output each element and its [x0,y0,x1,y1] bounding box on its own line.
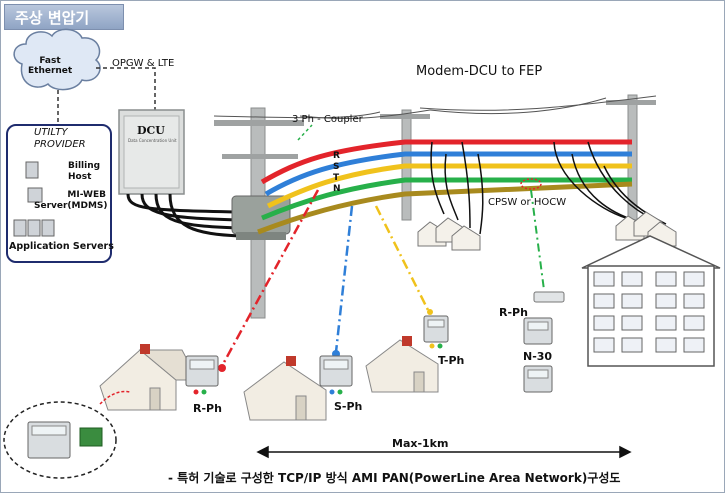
signal-node-yellow [427,309,433,315]
dcu-label: DCU [137,124,165,137]
signal-line-blue [334,205,354,353]
meter-t-ph-label: T-Ph [438,354,465,367]
meter-detail-callout [3,390,131,479]
signal-line-green [530,189,545,291]
meter-r-ph-label: R-Ph [193,402,222,415]
meter-n30-label: N-30 [523,350,553,363]
signal-line-yellow [374,205,430,311]
modem-dcu-label: Modem-DCU to FEP [416,64,543,79]
service-drops-middle [430,141,484,235]
overhead-wires [213,95,657,119]
meter-s-phase-icon [319,355,353,395]
server-icons [13,161,55,237]
coupler-label: 3 Ph - Coupler [292,114,363,125]
diagram-caption: - 특허 기술로 구성한 TCP/IP 방식 AMI PAN(PowerLine… [168,471,621,485]
cpsw-marker [520,178,542,190]
meter-r-phase-icon [185,355,219,395]
distance-label: Max-1km [392,437,449,450]
mi-web-label: MI-WEB Server(MDMS) [34,190,108,211]
phase-r-label: R [333,151,340,161]
cloud-icon [13,28,101,91]
house-cluster-middle [417,217,481,251]
dcu-cabinet [118,109,185,195]
utility-pole-left [214,107,304,319]
coupler-pointer [297,124,313,141]
house-s-phase [243,356,327,421]
house-r-phase [99,344,199,411]
meter-n30-icon [523,365,553,393]
house-cluster-right [615,211,677,247]
dcu-subtitle: Data Concentration Unit [128,138,177,143]
power-line-yellow [266,163,632,209]
application-servers-label: Application Servers [9,241,114,252]
apartment-building [581,235,721,367]
cpsw-label: CPSW or HOCW [488,197,567,208]
meter-r-phase-right-icon [523,317,553,345]
phase-t-label: T [333,173,340,183]
coupler-device-icon [533,291,565,303]
house-t-phase [365,336,439,393]
power-line-green [261,177,632,221]
fast-ethernet-label: Fast Ethernet [28,56,73,76]
opgw-lte-label: OPGW & LTE [112,58,175,69]
phase-n-label: N [333,184,341,194]
billing-host-label: Billing Host [68,161,101,182]
signal-node-red [218,364,226,372]
meter-r-ph-right-label: R-Ph [499,306,528,319]
network-link-dashed [57,67,156,124]
distance-arrow [256,445,632,459]
phase-s-label: S [333,162,340,172]
signal-line-red [220,189,320,367]
dcu-cables [126,193,241,238]
provider-title: UTILTY PROVIDER [34,127,86,150]
utility-provider-panel [6,124,112,263]
power-line-neutral [257,181,633,235]
power-line-blue [264,151,632,197]
meter-s-ph-label: S-Ph [334,400,363,413]
meter-t-phase-icon [423,315,449,349]
power-line-red [260,139,632,185]
